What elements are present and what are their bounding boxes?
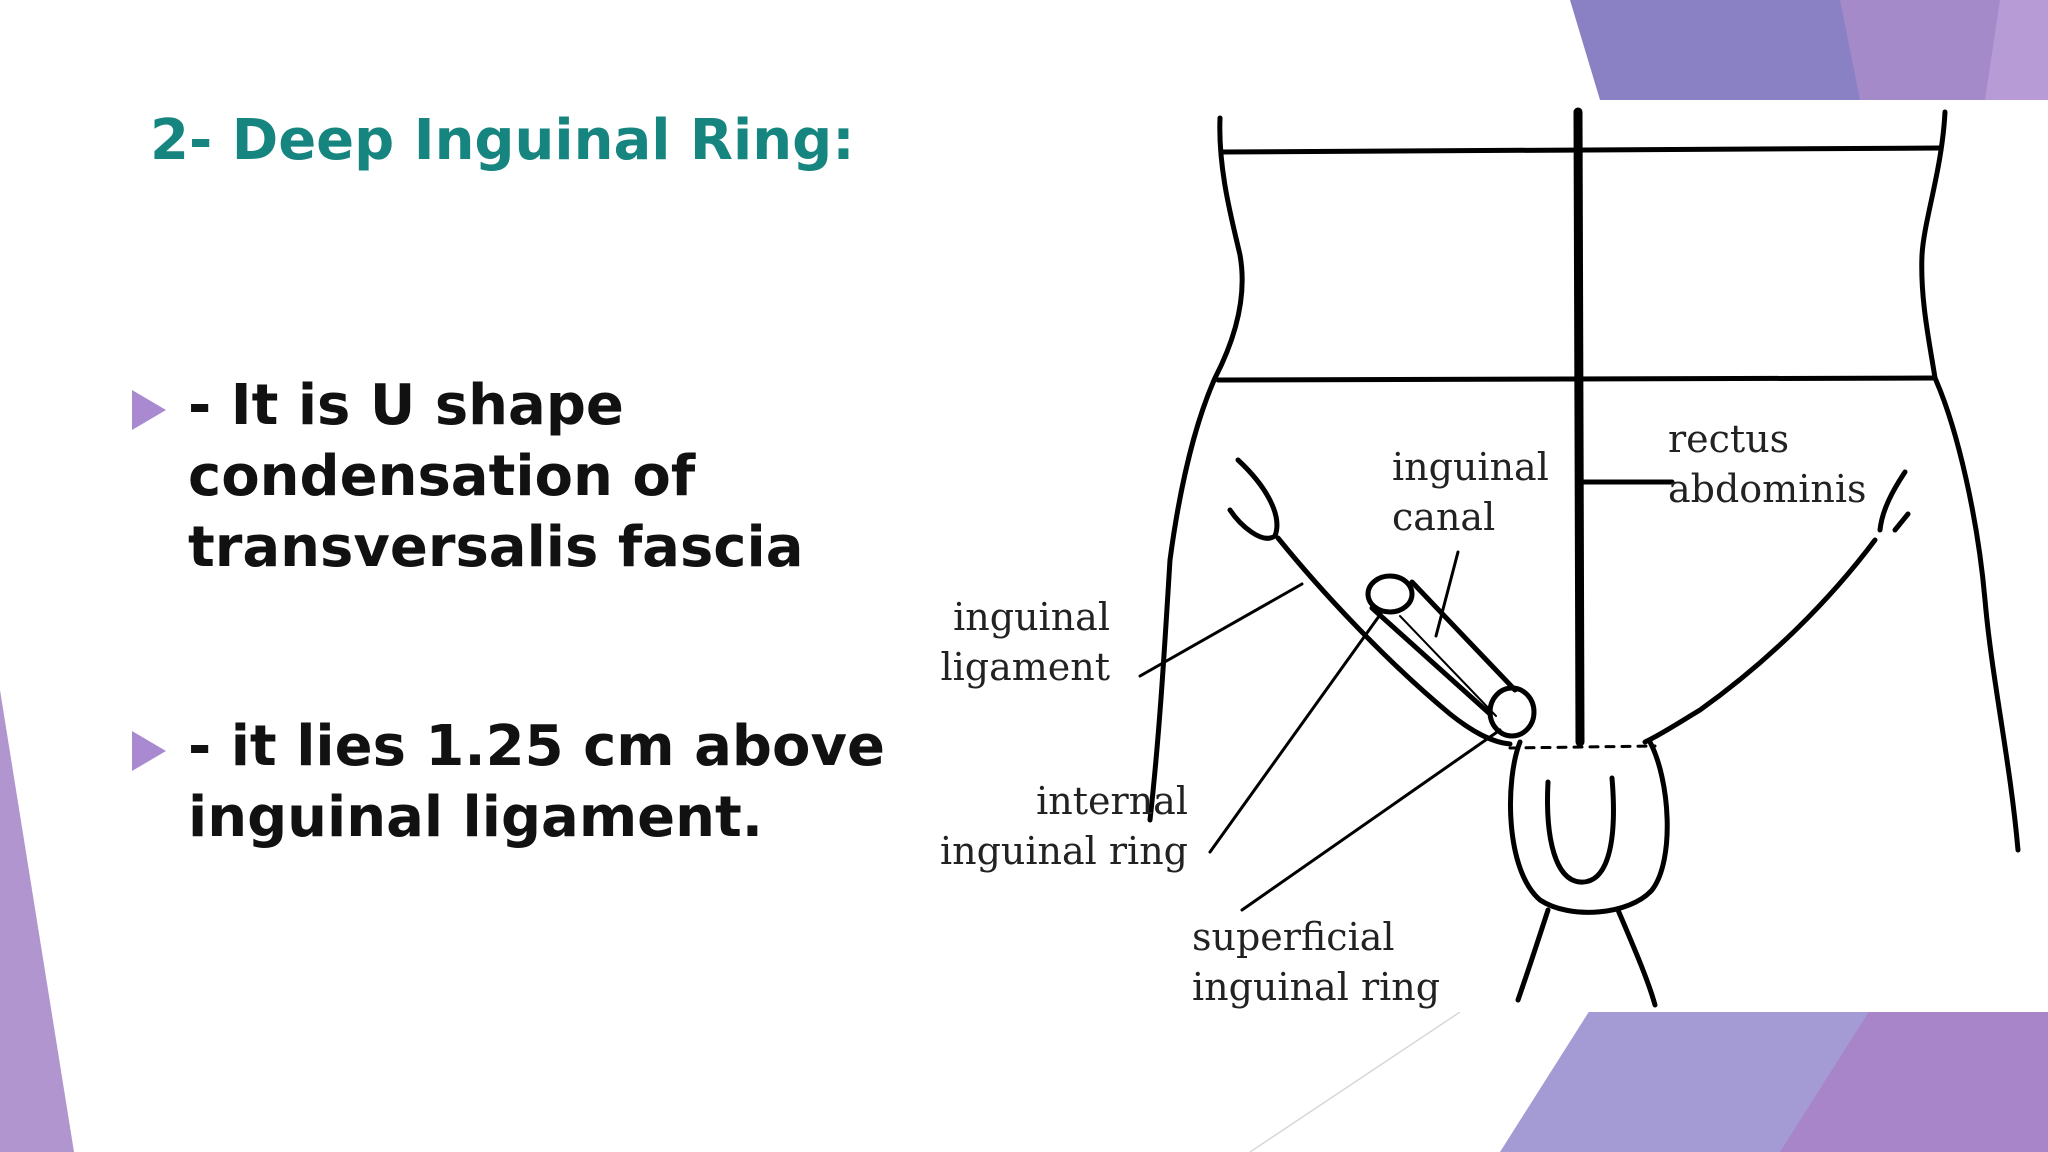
label-inguinal-canal-line2: canal	[1392, 495, 1495, 539]
label-superficial-inguinal-ring-line1: superficial	[1192, 915, 1395, 959]
label-superficial-inguinal-ring-line2: inguinal ring	[1192, 965, 1440, 1009]
diagram-outline	[1138, 107, 2021, 1008]
label-inguinal-canal-line1: inguinal	[1392, 445, 1549, 489]
bottom-left-deco-shape	[0, 690, 74, 1152]
bullet-arrow-icon	[132, 731, 166, 771]
bullet-item-shape: - It is U shape condensation of transver…	[130, 370, 890, 583]
label-rectus-abdominis-line2: abdominis	[1668, 467, 1867, 511]
label-rectus-abdominis-line1: rectus	[1668, 417, 1789, 461]
bullet-line: - It is U shape	[188, 373, 624, 438]
bullet-list: - It is U shape condensation of transver…	[130, 370, 890, 981]
label-inguinal-ligament-line1: inguinal	[953, 595, 1110, 639]
top-right-deco-shape-edge	[1985, 0, 2048, 100]
label-internal-inguinal-ring-line2: inguinal ring	[940, 829, 1188, 873]
diagram-labels: inguinal canal rectus abdominis inguinal…	[940, 417, 1867, 1009]
label-internal-inguinal-ring-line1: internal	[1036, 779, 1188, 823]
bullet-arrow-icon	[132, 390, 166, 430]
inguinal-anatomy-diagram: inguinal canal rectus abdominis inguinal…	[940, 100, 2048, 1012]
bullet-line: transversalis fascia	[188, 515, 804, 580]
bottom-right-deco-shape-dark	[1780, 1010, 2048, 1152]
bullet-item-position: - it lies 1.25 cm above inguinal ligamen…	[130, 711, 890, 853]
decorative-thin-line	[1249, 1011, 1461, 1152]
bullet-line: - it lies 1.25 cm above	[188, 714, 885, 779]
bullet-line: inguinal ligament.	[188, 785, 764, 850]
slide-title: 2- Deep Inguinal Ring:	[150, 108, 855, 173]
label-inguinal-ligament-line2: ligament	[940, 645, 1110, 689]
bullet-line: condensation of	[188, 444, 696, 509]
